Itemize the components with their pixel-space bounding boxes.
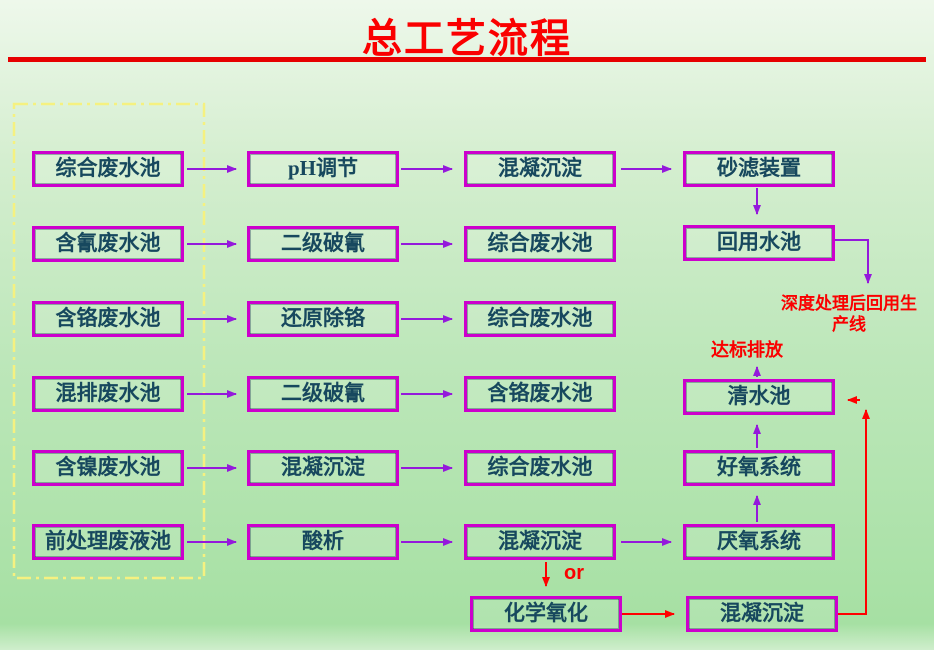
node-chemical-oxidation: 化学氧化 [470, 596, 622, 632]
node-comp-pool-b: 综合废水池 [464, 301, 616, 337]
node-coag-sediment-d: 混凝沉淀 [686, 596, 838, 632]
node-coag-sediment-b: 混凝沉淀 [464, 151, 616, 187]
page-title: 总工艺流程 [362, 17, 572, 61]
arrow-reuse-to-production-line [835, 239, 872, 284]
node-pretreat-pool: 前处理废液池 [32, 524, 184, 560]
node-acid-precipitation: 酸析 [247, 524, 399, 560]
arrows-red-branch [542, 396, 870, 618]
node-reuse-pool: 回用水池 [683, 225, 835, 261]
node-chromium-reduce: 还原除铬 [247, 301, 399, 337]
node-cyanide-pool: 含氰废水池 [32, 226, 184, 262]
node-comprehensive-pool: 综合废水池 [32, 151, 184, 187]
node-cyanide-break-b: 二级破氰 [247, 376, 399, 412]
arrows-col2-col3 [401, 165, 453, 546]
node-cyanide-break-a: 二级破氰 [247, 226, 399, 262]
node-comp-pool-a: 综合废水池 [464, 226, 616, 262]
node-clear-pool: 清水池 [683, 379, 835, 415]
node-chromium-pool-b: 含铬废水池 [464, 376, 616, 412]
node-coag-sediment-c: 混凝沉淀 [464, 524, 616, 560]
node-coag-sediment-a: 混凝沉淀 [247, 450, 399, 486]
node-mixed-pool: 混排废水池 [32, 376, 184, 412]
node-chromium-pool: 含铬废水池 [32, 301, 184, 337]
node-nickel-pool: 含镍废水池 [32, 450, 184, 486]
arrows-col1-col2 [187, 165, 237, 546]
node-anaerobic-system: 厌氧系统 [683, 524, 835, 560]
arrow-coag-loop-up [838, 409, 870, 615]
node-sand-filter: 砂滤装置 [683, 151, 835, 187]
label-standard-discharge: 达标排放 [711, 340, 783, 360]
node-ph-adjust: pH调节 [247, 151, 399, 187]
label-or: or [564, 562, 584, 584]
label-deep-reuse-production-line: 深度处理后回用生产线 [781, 294, 917, 335]
node-comp-pool-c: 综合废水池 [464, 450, 616, 486]
title-underline [8, 57, 926, 62]
node-aerobic-system: 好氧系统 [683, 450, 835, 486]
